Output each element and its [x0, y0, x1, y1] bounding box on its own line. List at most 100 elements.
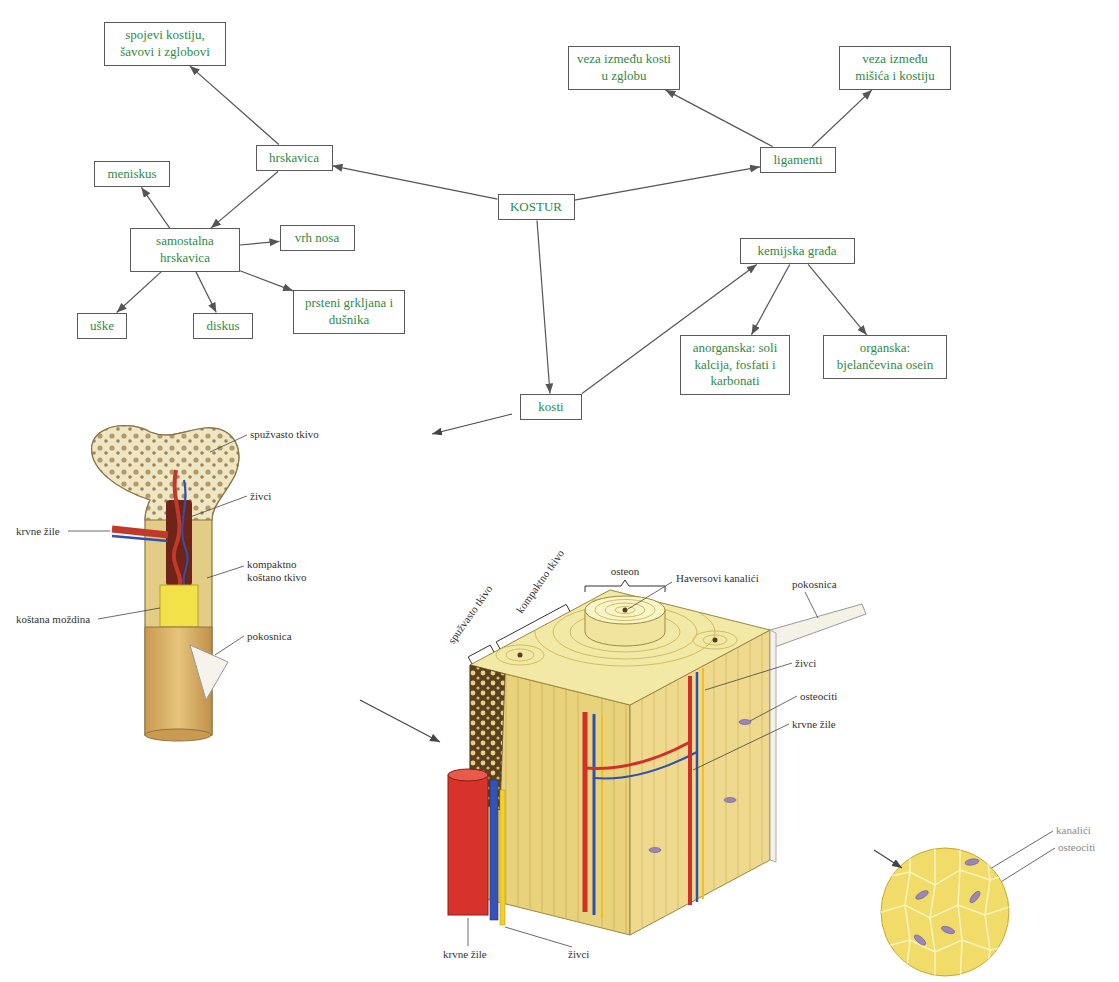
part-label: pokosnica: [792, 578, 837, 591]
part-label: osteon: [611, 565, 640, 578]
bone-tissue-block: [593, 714, 596, 915]
concept-box: meniskus: [94, 161, 170, 188]
part-label: živci: [568, 948, 589, 961]
concept-text: ligamenti: [767, 152, 829, 169]
part-label: Haversovi kanalići: [676, 572, 759, 585]
bracket: [468, 645, 494, 664]
bracket: [585, 580, 665, 592]
bone-tissue-block: [490, 780, 498, 920]
leader-line: [207, 566, 244, 578]
concept-box: uške: [77, 313, 127, 340]
concept-text: vrh nosa: [287, 230, 348, 247]
part-label: kompaktno tkivo: [513, 548, 567, 617]
cell-magnification: [940, 925, 955, 935]
bone-tissue-block: [496, 598, 737, 666]
long-bone: [145, 729, 211, 741]
cell-magnification: [958, 840, 962, 982]
concept-arrow: [240, 241, 280, 245]
concept-text: uške: [84, 318, 120, 335]
concept-arrow: [812, 90, 872, 147]
leader-line: [468, 918, 469, 946]
bone-tissue-block: [553, 605, 697, 659]
bone-tissue-block: [724, 798, 736, 803]
bone-tissue-block: [605, 603, 645, 617]
flow-arrow: [874, 850, 902, 868]
bracket: [496, 604, 570, 649]
bone-tissue-block: [595, 600, 655, 621]
leader-line: [750, 696, 797, 721]
concept-box: vrh nosa: [280, 225, 355, 252]
concept-box: samostalna hrskavica: [130, 228, 240, 272]
flow-arrow: [432, 414, 512, 434]
cell-magnification: [985, 840, 990, 982]
part-label: osteociti: [1058, 841, 1095, 854]
bone-tissue-block: [448, 590, 866, 940]
bone-tissue-block: [583, 712, 588, 912]
cell-magnification: [872, 940, 1015, 952]
leader-line: [628, 582, 672, 609]
concept-box: hrskavica: [256, 145, 333, 172]
concept-text: kosti: [527, 399, 575, 416]
concept-box: veza između kosti u zglobu: [568, 46, 680, 90]
bone-tissue-block: [594, 752, 697, 778]
bone-tissue-block: [500, 790, 505, 925]
cell-magnification: [913, 858, 982, 947]
long-bone: [112, 536, 168, 541]
bracket: [468, 580, 665, 664]
concept-box: kosti: [520, 394, 582, 421]
concept-arrow: [665, 90, 772, 147]
concept-box: organska: bjelančevina osein: [823, 335, 947, 379]
bone-tissue-block: [739, 720, 751, 725]
concept-text: veza između kosti u zglobu: [575, 51, 673, 85]
concept-arrow: [196, 272, 216, 313]
long-bone: [174, 470, 180, 590]
bone-tissue-block: [702, 668, 704, 899]
leader-line: [985, 831, 1053, 872]
bone-tissue-block: [496, 645, 544, 665]
long-bone: [92, 426, 239, 520]
part-label: osteociti: [800, 690, 837, 703]
concept-arrow: [751, 264, 789, 334]
part-label: kanalići: [1056, 824, 1091, 837]
leader-line: [505, 927, 572, 947]
bone-tissue-block: [585, 742, 690, 768]
cell-magnification: [872, 905, 1015, 918]
concept-text: diskus: [200, 318, 246, 335]
part-label: živci: [795, 657, 816, 670]
concept-arrow: [333, 166, 498, 199]
part-label: pokosnica: [247, 630, 292, 643]
long-bone: [92, 426, 239, 735]
concept-box: veza između mišića i kostiju: [839, 46, 951, 90]
bone-tissue-block: [623, 608, 628, 613]
leader-line: [210, 435, 247, 452]
concept-text: samostalna hrskavica: [137, 233, 233, 267]
concept-text: spojevi kostiju, šavovi i zglobovi: [111, 27, 219, 61]
concept-text: meniskus: [101, 166, 163, 183]
bone-tissue-block: [518, 653, 523, 658]
concept-box: kemijska građa: [740, 238, 855, 265]
bone-tissue-block: [770, 604, 866, 648]
bone-tissue-block: [696, 672, 699, 902]
flow-arrow: [360, 414, 902, 868]
bone-tissue-block: [615, 607, 635, 614]
leader-line: [215, 636, 244, 655]
concept-text: organska: bjelančevina osein: [830, 340, 940, 374]
flow-arrow: [360, 700, 440, 742]
bone-tissue-block: [585, 596, 665, 624]
bone-tissue-block: [506, 649, 534, 661]
bone-tissue-block: [448, 775, 488, 915]
bone-tissue-block: [649, 848, 661, 853]
concept-arrow: [575, 167, 761, 200]
cell-magnification: [968, 890, 982, 905]
concept-text: veza između mišića i kostiju: [846, 51, 944, 85]
concept-box: prsteni grkljana i dušnika: [293, 290, 405, 334]
leader-line: [68, 531, 110, 532]
concept-box: ligamenti: [760, 147, 836, 174]
cell-magnification: [872, 870, 1015, 885]
leader-line: [705, 663, 792, 690]
concept-arrow: [808, 264, 867, 335]
concept-text: kemijska građa: [747, 243, 848, 260]
concept-box: diskus: [193, 313, 253, 340]
